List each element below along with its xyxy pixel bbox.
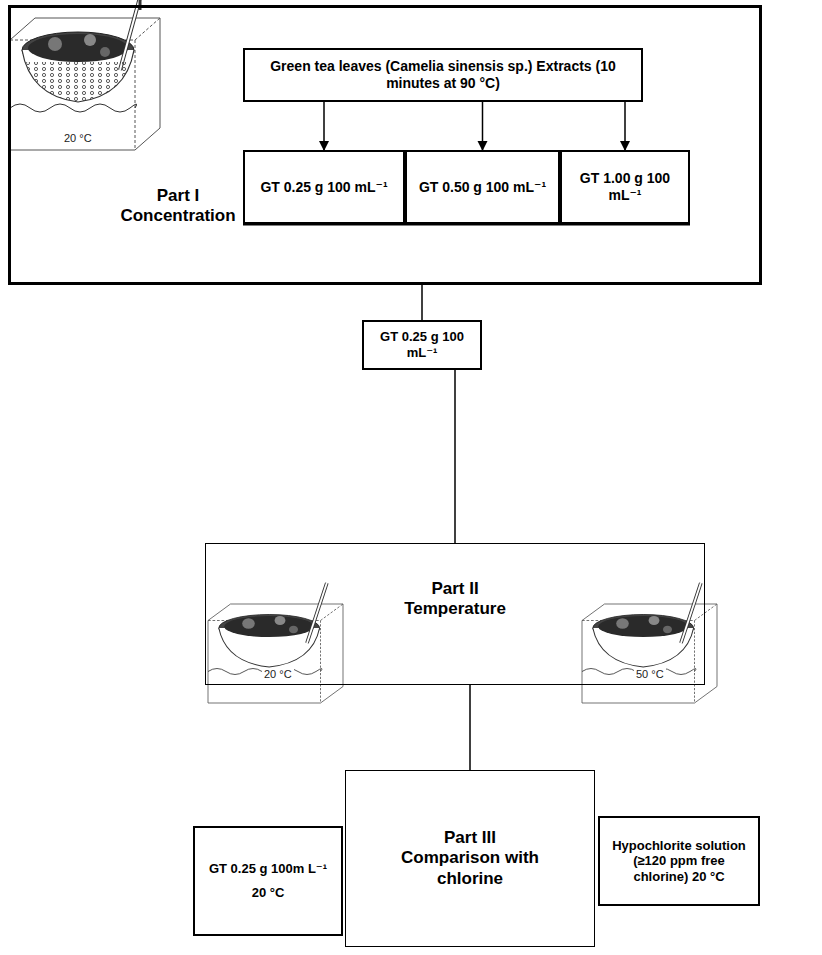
group-box: Part II Temperature: [205, 543, 705, 685]
temperature-label: 50 °C: [634, 668, 666, 680]
node-text: GT 0.25 g 100m L⁻¹: [209, 861, 327, 877]
connector: [421, 285, 423, 320]
water-bath-illustration: [582, 583, 717, 703]
node-text: Part I Concentration: [108, 186, 248, 227]
process-box: GT 1.00 g 100 mL⁻¹: [560, 150, 690, 224]
temperature-label: 20 °C: [262, 668, 294, 680]
node-text: GT 0.25 g 100 mL⁻¹: [368, 329, 476, 360]
process-box: GT 0.50 g 100 mL⁻¹: [405, 150, 560, 224]
water-bath-illustration: [208, 583, 343, 703]
temperature-label: 20 °C: [62, 132, 94, 144]
node-text: GT 1.00 g 100 mL⁻¹: [566, 170, 684, 204]
node-text: GT 0.25 g 100 mL⁻¹: [260, 179, 387, 196]
process-box: GT 0.25 g 100 mL⁻¹: [362, 320, 482, 370]
water-bath-illustration: [10, 0, 160, 150]
node-text: Part III Comparison with chlorine: [400, 828, 540, 889]
connector: [454, 370, 456, 543]
node-text: Part II Temperature: [385, 579, 525, 620]
process-box: Green tea leaves (Camelia sinensis sp.) …: [243, 48, 643, 102]
connector: [323, 102, 325, 150]
node-text: GT 0.50 g 100 mL⁻¹: [419, 179, 546, 196]
process-box: GT 0.25 g 100 mL⁻¹: [243, 150, 405, 224]
connector: [482, 102, 484, 150]
process-box: Hypochlorite solution (≥120 ppm free chl…: [598, 816, 760, 906]
node-subtext: 20 °C: [252, 885, 285, 901]
node-text: Hypochlorite solution (≥120 ppm free chl…: [605, 838, 753, 885]
group-box: Part III Comparison with chlorine: [345, 770, 595, 947]
node-text: Green tea leaves (Camelia sinensis sp.) …: [253, 58, 633, 92]
connector: [469, 685, 471, 770]
process-box: GT 0.25 g 100m L⁻¹ 20 °C: [193, 826, 343, 936]
group-box: Part I Concentration Green tea leaves (Ca…: [8, 5, 762, 285]
connector: [624, 102, 626, 150]
